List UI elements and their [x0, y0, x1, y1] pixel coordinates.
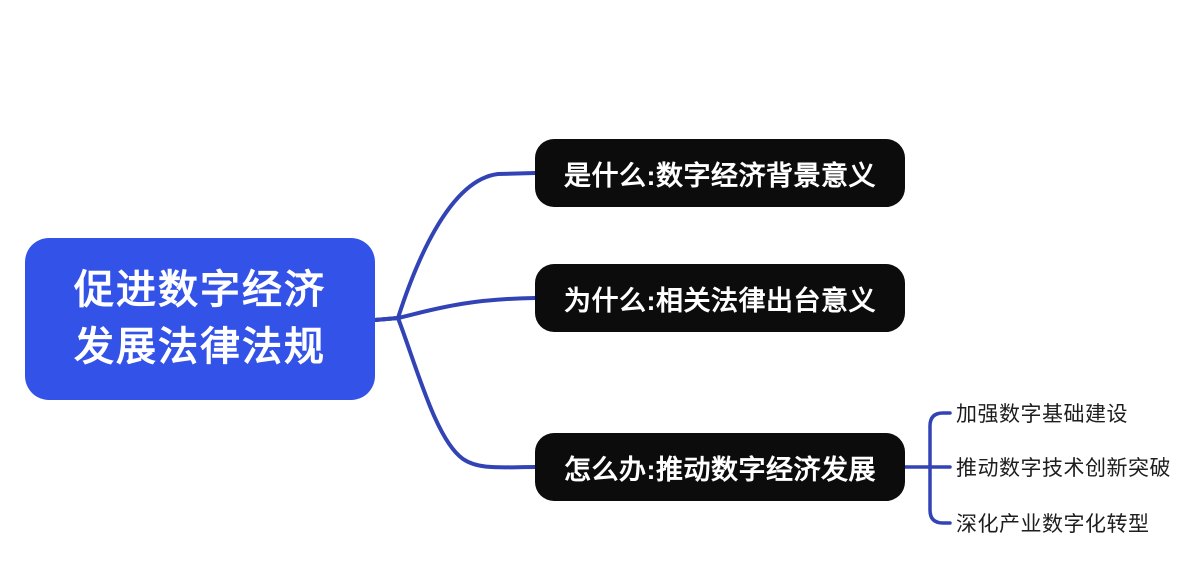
- branch-node-how[interactable]: 怎么办:推动数字经济发展: [535, 433, 905, 501]
- link-root-to-what: [373, 171, 537, 322]
- root-title-line-2: 发展法律法规: [74, 325, 326, 369]
- leaf-node-innovation[interactable]: 推动数字技术创新突破: [956, 457, 1171, 480]
- link-how-to-child-3: [928, 465, 952, 525]
- link-root-to-why: [373, 296, 537, 322]
- branch-node-why[interactable]: 为什么:相关法律出台意义: [535, 264, 905, 332]
- link-root-to-how: [373, 315, 537, 470]
- root-title-line-1: 促进数字经济: [74, 268, 326, 312]
- branch-node-what[interactable]: 是什么:数字经济背景意义: [535, 139, 905, 207]
- link-how-to-child-1: [928, 411, 952, 469]
- leaf-node-transformation[interactable]: 深化产业数字化转型: [956, 513, 1150, 536]
- root-node[interactable]: 促进数字经济 发展法律法规: [25, 238, 375, 400]
- leaf-node-infrastructure[interactable]: 加强数字基础建设: [956, 403, 1128, 426]
